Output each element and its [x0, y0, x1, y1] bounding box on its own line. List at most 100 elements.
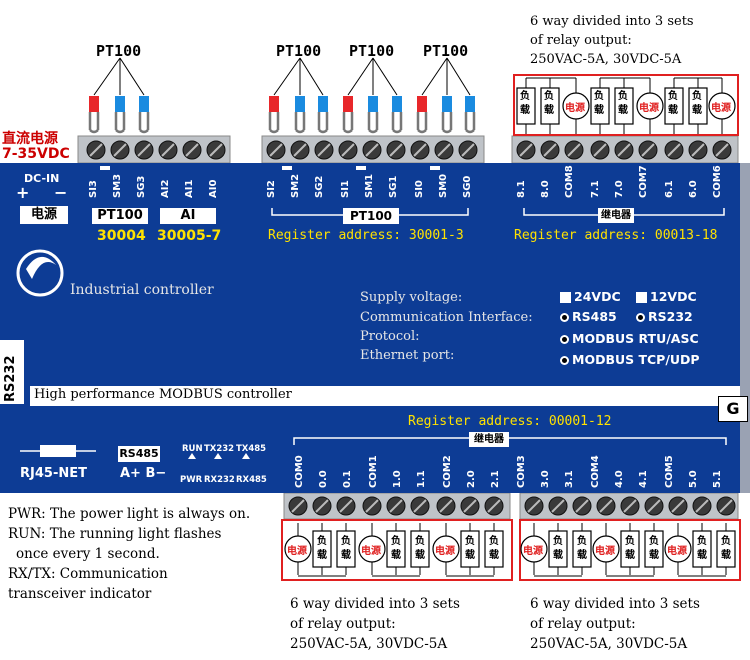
- rs485-box: RS485: [118, 446, 160, 462]
- load-label: 负载: [489, 536, 499, 561]
- pt100-label-2: PT100: [276, 42, 322, 60]
- status-leds: [188, 453, 250, 459]
- relay-wiring-box-top: [513, 74, 739, 136]
- register-address-00013: Register address: 00013-18: [514, 228, 718, 243]
- register-30005-7: 30005-7: [157, 228, 222, 244]
- rs232-label: RS232: [3, 355, 18, 402]
- controller-side-rail: [740, 163, 750, 493]
- load-label: 负载: [317, 536, 327, 561]
- load-label: 负载: [668, 91, 678, 116]
- power-source-label: 电源: [711, 103, 731, 114]
- top-wiring-diagram: [77, 57, 739, 164]
- rs232-port: [0, 340, 24, 404]
- load-label: 负载: [721, 536, 731, 561]
- load-label: 负载: [625, 536, 635, 561]
- rj45-connector-icon: [20, 445, 96, 457]
- opt-12vdc: 12VDC: [636, 289, 697, 304]
- led-run-label: RUN: [182, 444, 203, 454]
- power-source-label: 电源: [667, 546, 687, 557]
- load-label: 负载: [697, 536, 707, 561]
- checkbox-checked-icon: [560, 292, 571, 303]
- load-label: 负载: [649, 536, 659, 561]
- terminal-label: 3.0: [540, 470, 551, 488]
- load-label: 负载: [577, 536, 587, 561]
- radio-dot-icon: [560, 335, 569, 344]
- terminal-label: 0.0: [318, 470, 329, 488]
- terminal-block-mid: [261, 135, 485, 164]
- ground-label: G: [718, 396, 748, 422]
- pt100-label-1: PT100: [96, 42, 142, 60]
- radio-dot-icon: [636, 313, 645, 322]
- bottom-wiring-diagram: [281, 493, 741, 581]
- power-label-cn: 直流电源: [2, 131, 58, 147]
- pt100-group-box: PT100: [343, 208, 399, 224]
- terminal-label: 5.1: [712, 470, 723, 488]
- register-30004: 30004: [97, 228, 146, 244]
- terminal-label: COM3: [516, 455, 527, 488]
- terminal-label: COM4: [590, 455, 601, 488]
- relay-note-bottom-right: 6 way divided into 3 sets of relay outpu…: [530, 596, 700, 652]
- terminal-label: 1.0: [392, 470, 403, 488]
- opt-modbus-tcp: MODBUS TCP/UDP: [560, 352, 700, 367]
- rj45-label: RJ45-NET: [20, 466, 87, 481]
- power-source-label: 电源: [361, 546, 381, 557]
- terminal-block-right: [511, 135, 739, 164]
- terminal-label: 0.1: [342, 470, 353, 488]
- radio-dot-icon: [560, 356, 569, 365]
- load-label: 负载: [520, 91, 530, 116]
- opt-rs485: RS485: [560, 309, 617, 324]
- load-label: 负载: [594, 91, 604, 116]
- ai-box-label: AI: [160, 208, 216, 224]
- spec-protocol: Protocol:: [360, 329, 420, 344]
- relay-note-bottom-left: 6 way divided into 3 sets of relay outpu…: [290, 596, 460, 652]
- pt100-probe-group: [93, 57, 471, 96]
- spec-comm-interface: Communication Interface:: [360, 310, 533, 325]
- relay-box-label: 继电器: [598, 208, 634, 223]
- relay-wiring-box-bottom-left: [281, 519, 513, 581]
- pt100-label-4: PT100: [423, 42, 469, 60]
- terminal-label: 5.0: [688, 470, 699, 488]
- load-label: 负载: [341, 536, 351, 561]
- dc-in-label: DC-IN: [24, 172, 60, 185]
- led-notes: PWR: The power light is always on. RUN: …: [8, 506, 251, 602]
- led-tx485-label: TX485: [236, 444, 267, 454]
- power-source-label: 电源: [523, 546, 543, 557]
- led-tx232-label: TX232: [204, 444, 235, 454]
- terminal-label: COM2: [442, 455, 453, 488]
- checkbox-checked-icon: [636, 292, 647, 303]
- hp-banner-text: High performance MODBUS controller: [34, 387, 292, 402]
- power-source-label: 电源: [435, 546, 455, 557]
- load-label: 负载: [415, 536, 425, 561]
- load-label: 负载: [692, 91, 702, 116]
- terminal-block-bottom-left: [283, 493, 511, 520]
- terminal-label: COM1: [368, 455, 379, 488]
- terminal-label: 2.0: [466, 470, 477, 488]
- led-rx232-label: RX232: [204, 475, 235, 485]
- opt-24vdc: 24VDC: [560, 289, 621, 304]
- terminal-label: 1.1: [416, 470, 427, 488]
- power-voltage-label: 7-35VDC: [2, 146, 70, 162]
- brand-logo-icon: [16, 249, 64, 297]
- terminal-label: COM5: [664, 455, 675, 488]
- terminal-label: 2.1: [490, 470, 501, 488]
- opt-modbus-rtu: MODBUS RTU/ASC: [560, 331, 699, 346]
- terminal-label: 4.1: [638, 470, 649, 488]
- hp-banner: [30, 386, 740, 406]
- pt100-box-label: PT100: [92, 208, 148, 224]
- terminal-label: 4.0: [614, 470, 625, 488]
- relay-wiring-box-bottom-right: [519, 519, 741, 581]
- terminal-block-bottom-right: [519, 493, 739, 520]
- radio-dot-icon: [560, 313, 569, 322]
- load-label: 负载: [544, 91, 554, 116]
- power-source-label: 电源: [287, 546, 307, 557]
- relay-note-top: 6 way divided into 3 sets of relay outpu…: [530, 14, 694, 67]
- terminal-label: COM0: [294, 455, 305, 488]
- relay-box-label-2: 继电器: [469, 432, 509, 447]
- logo-text: Industrial controller: [70, 282, 214, 298]
- load-label: 负载: [553, 536, 563, 561]
- pt100-label-3: PT100: [349, 42, 395, 60]
- spec-supply-voltage: Supply voltage:: [360, 290, 463, 305]
- opt-rs232: RS232: [636, 309, 693, 324]
- register-address-00001: Register address: 00001-12: [408, 414, 612, 429]
- spec-ethernet: Ethernet port:: [360, 348, 455, 363]
